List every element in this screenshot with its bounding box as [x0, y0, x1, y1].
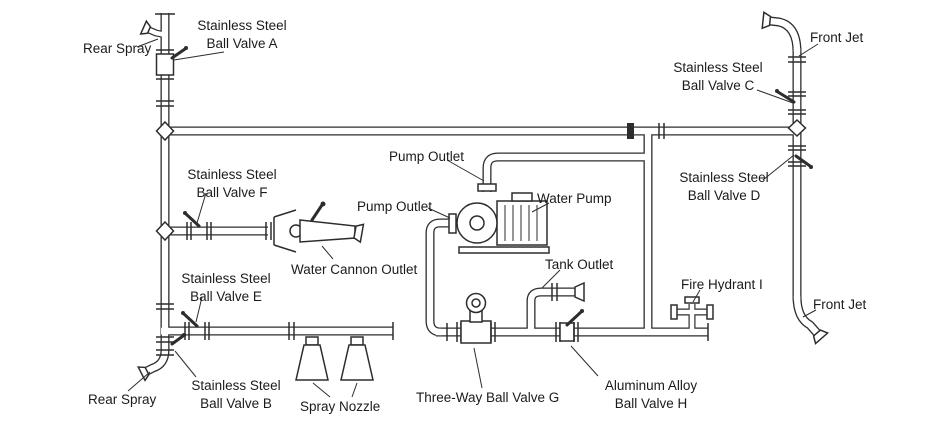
fire-hydrant-i: [670, 296, 714, 320]
ball-valve-h: [555, 309, 584, 342]
label-ball-valve-a: Stainless Steel Ball Valve A: [197, 18, 287, 52]
rear-spray-top-nozzle: [139, 13, 175, 35]
label-fire-hydrant-i: Fire Hydrant I: [681, 277, 763, 292]
label-pump-outlet-top: Pump Outlet: [389, 149, 465, 164]
pump-outlet-top-flange: [477, 183, 497, 192]
check-valve-top-tee: [155, 120, 175, 142]
label-spray-nozzle: Spray Nozzle: [300, 399, 381, 414]
label-ball-valve-c: Stainless Steel Ball Valve C: [673, 60, 763, 94]
check-valve-f-tee: [155, 220, 175, 242]
water-cannon: [265, 201, 365, 253]
three-way-ball-valve-g: [456, 292, 496, 344]
water-pump-assembly: [448, 183, 550, 254]
label-rear-spray-top: Rear Spray: [83, 41, 152, 56]
label-three-way-ball-valve-g: Three-Way Ball Valve G: [416, 390, 560, 405]
label-ball-valve-b: Stainless Steel Ball Valve B: [191, 378, 281, 412]
label-tank-outlet: Tank Outlet: [545, 257, 614, 272]
top-pipe-tee-flange: [658, 123, 665, 139]
ball-valve-e: [181, 311, 210, 340]
label-ball-valve-e: Stainless Steel Ball Valve E: [181, 271, 271, 305]
label-rear-spray-bottom: Rear Spray: [88, 392, 157, 407]
ball-valve-f: [183, 211, 212, 240]
left-pipe-flange: [156, 100, 174, 107]
tank-outlet-pipe: [551, 281, 585, 303]
label-pump-outlet-left: Pump Outlet: [357, 199, 433, 214]
front-jet-bottom-nozzle: [812, 329, 830, 345]
ball-valve-a: [155, 46, 188, 80]
pump-outlet-left-flange: [448, 213, 457, 234]
label-ball-valve-h: Aluminum Alloy Ball Valve H: [604, 378, 698, 412]
top-pipe-flange-joint: [627, 123, 634, 139]
check-valve-right-pipe: [787, 118, 807, 138]
label-front-jet-bottom: Front Jet: [813, 297, 867, 312]
spray-nozzle-left: [295, 336, 329, 381]
label-front-jet-top: Front Jet: [810, 30, 864, 45]
right-pipe-upper-flange: [788, 56, 806, 63]
spray-nozzle-right: [340, 336, 374, 381]
spray-branch-flange: [288, 322, 394, 340]
ball-valve-c: [775, 89, 806, 115]
left-pipe-lower-flange: [156, 303, 174, 310]
rear-spray-bottom-nozzle: [136, 366, 150, 382]
leader-lines: [127, 38, 819, 398]
ball-valve-d: [788, 145, 813, 169]
label-water-pump: Water Pump: [537, 191, 612, 206]
label-ball-valve-d: Stainless Steel Ball Valve D: [679, 170, 769, 204]
label-ball-valve-f: Stainless Steel Ball Valve F: [187, 167, 277, 201]
label-water-cannon-outlet: Water Cannon Outlet: [291, 262, 418, 277]
front-jet-top-nozzle: [761, 11, 772, 30]
